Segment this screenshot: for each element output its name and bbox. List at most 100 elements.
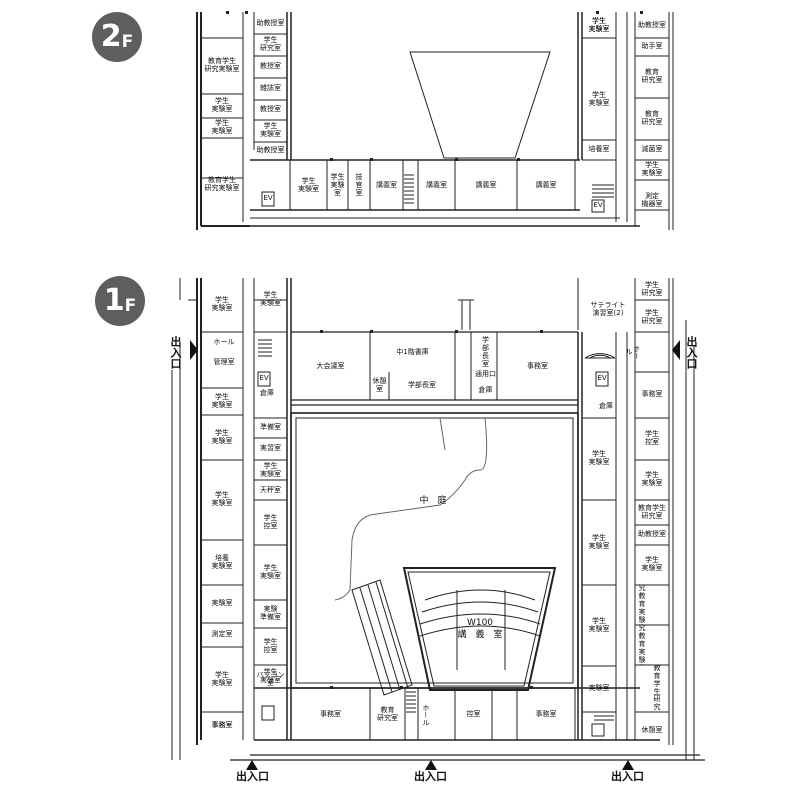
room-label-f2-r21: 助教授室 (638, 21, 666, 30)
room-label-f2-ev_left: EV (263, 194, 273, 203)
room-label-f1-r54: 休憩室 (641, 726, 663, 735)
room-label-f1-r18: 学生 実験室 (211, 670, 233, 687)
entrance-south-east: 出入口 (611, 770, 644, 783)
room-label-f2-r05: 教授室 (260, 62, 281, 71)
room-label-f1-r28: 学部長室 (408, 381, 436, 390)
room-label-f2-r15: 技 官 室 (355, 173, 363, 197)
room-label-f2-r07: 学生 実験室 (211, 97, 233, 113)
room-label-f2-r11: 教育学生 研究実験室 (204, 176, 240, 192)
room-label-f1-court: 中 庭 (419, 495, 447, 506)
room-label-f2-r16: 講義室 (376, 181, 397, 190)
room-label-f1-r32: 事務室 (527, 362, 548, 371)
room-label-f1-r24: 事務室 (535, 710, 557, 719)
room-label-f1-r30: 通用口 (475, 370, 496, 379)
room-label-f1-r51: 研 究 教 育 実 験 室 (638, 585, 646, 625)
room-label-f1-r20: 事務室 (320, 710, 341, 719)
room-label-f1-r15: 実験 準備室 (260, 605, 281, 621)
room-label-f1-r34: ホール (625, 344, 639, 360)
room-label-f2-r13: 学生 実験室 (298, 177, 319, 193)
room-label-f2-r03: 助教授室 (256, 19, 285, 28)
room-label-f2-r12: 助教授室 (256, 146, 285, 155)
room-label-f1-r21: 教育 研究室 (377, 706, 398, 722)
room-label-f1-r09: 実習室 (260, 444, 281, 453)
room-label-f1-r07: 準備室 (260, 423, 281, 432)
room-label-f1-r49: 学生 実験室 (260, 563, 281, 580)
entrance-south-west: 出入口 (236, 770, 269, 783)
entrance-west: 出入口 (169, 336, 182, 369)
room-label-f2-r01: 学生 実験室 (588, 17, 610, 33)
room-label-f2-r29: 測定 機器室 (641, 192, 663, 208)
room-label-f1-r44: 学生 実験室 (641, 556, 663, 572)
room-label-f1-r14: 実験室 (211, 599, 233, 608)
room-label-f2-r14: 学生 実験室 (330, 173, 345, 197)
room-label-f2-r09: 学生 実験室 (211, 119, 233, 135)
room-label-f2-r04: 学生 研究室 (260, 36, 281, 52)
room-label-f2-r28: 学生 実験室 (641, 161, 663, 177)
room-label-f1-r23: 控室 (466, 710, 481, 719)
room-label-f1-r38: 事務室 (641, 390, 663, 399)
room-label-f1-r55: パソコン室 (256, 672, 285, 687)
room-label-f2-ev_right: EV (593, 201, 603, 210)
room-label-f2-r24: 教育 研究室 (641, 68, 663, 84)
room-label-f2-r23: 学生 実験室 (588, 17, 610, 33)
room-label-f2-r10: 学生 実験室 (260, 122, 281, 138)
room-label-f1-r10: 学生 実験室 (260, 462, 281, 478)
room-label-f1-r16: 測定室 (211, 630, 233, 639)
room-label-f1-r25: 大会議室 (316, 362, 345, 371)
room-label-f1-r39: 学生 控室 (645, 430, 659, 446)
room-label-f1-r45: 実験室 (588, 684, 610, 693)
room-label-f1-r31: 倉庫 (478, 386, 493, 395)
room-label-f2-r06: 雑誌室 (260, 84, 281, 93)
floor-1-number: 1 (103, 283, 125, 318)
room-label-f1-r06: 学生 実験室 (211, 392, 233, 409)
room-label-f2-r22: 助手室 (641, 42, 663, 51)
room-label-f1-r56: 事務室 (211, 721, 233, 730)
room-label-f1-lecture_name: 講 義 室 (457, 629, 503, 640)
room-label-f1-r13: 培養 実験室 (211, 553, 233, 570)
room-label-f2-r27: 滅菌室 (641, 145, 663, 154)
room-label-f1-r17: 学生 控室 (263, 637, 278, 654)
room-label-f1-r22: ホール (421, 703, 430, 727)
room-label-f1-r43: 学生 実験室 (588, 616, 610, 633)
room-label-f1-r53: 教 育 学 生 研 究 (653, 665, 661, 712)
room-label-f1-r04: 管理室 (213, 358, 235, 367)
room-label-f2-r20: 学生 実験室 (588, 91, 610, 107)
room-label-f1-r11: 天秤室 (260, 486, 281, 495)
room-label-f2-r08: 教授室 (260, 105, 281, 114)
room-label-f1-lecture_code: W100 (466, 617, 494, 628)
room-label-f1-r05: 倉庫 (260, 389, 274, 398)
room-label-f1-r50: 学生 実験室 (260, 667, 281, 684)
room-label-f1-ev_left: EV (259, 374, 269, 383)
room-label-f1-r52: 研 究 教 育 実 験 室 (638, 625, 646, 665)
room-label-f1-r33: サテライト 演習室(2) (590, 301, 626, 317)
room-label-f1-r29: 学 部 長 室 (482, 336, 489, 368)
room-label-f1-r01: 学生 実験室 (211, 296, 233, 312)
room-label-f2-r17: 講義室 (426, 181, 447, 190)
room-label-f1-r37: 学生 研究室 (641, 309, 663, 325)
room-label-f1-r36: 学生 研究室 (641, 281, 663, 297)
floor-1-suffix: F (124, 295, 137, 316)
room-label-f2-r18: 講義室 (475, 181, 497, 190)
room-label-f1-r12: 学生 実験室 (211, 491, 233, 507)
room-label-f1-r03: ホール (213, 338, 235, 347)
room-label-f1-r35: 倉庫 (599, 402, 613, 411)
room-label-f2-r19: 講義室 (535, 181, 557, 190)
room-label-f1-r27: 休憩室 (372, 377, 387, 393)
room-label-f1-r48: 助教授室 (638, 530, 666, 539)
entrance-south-center: 出入口 (414, 770, 447, 783)
room-label-f1-r42: 学生 実験室 (588, 533, 610, 550)
room-label-f1-ev_right: EV (597, 374, 607, 383)
room-label-f1-r19: 事務室 (211, 721, 233, 730)
room-label-f1-r41: 学生 実験室 (641, 471, 663, 487)
floor-2-suffix: F (121, 31, 134, 52)
room-label-f2-r02: 教育学生 研究実験室 (204, 57, 240, 73)
room-label-f2-r25: 教育 研究室 (641, 110, 663, 126)
room-label-f1-r26: 中1階書庫 (396, 348, 429, 357)
room-label-f2-r26: 培養室 (588, 145, 610, 154)
room-label-f1-r40: 学生 実験室 (588, 450, 610, 466)
